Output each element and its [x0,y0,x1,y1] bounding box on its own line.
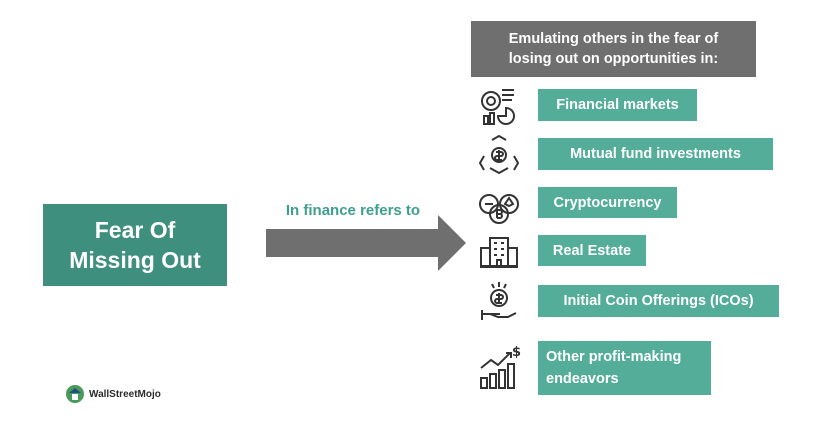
item-label: Initial Coin Offerings (ICOs) [563,293,754,309]
mutual-fund-icon [478,134,520,175]
item-label-line2: endeavors [546,371,619,387]
main-title-line2: Missing Out [69,247,201,273]
wallstreetmojo-logo: WallStreetMojo [64,383,161,405]
main-title-line1: Fear Of [94,217,176,243]
building-icon [480,237,518,268]
item-cryptocurrency: Cryptocurrency [538,187,677,218]
item-label: Real Estate [552,242,632,259]
item-initial-coin-offerings: Initial Coin Offerings (ICOs) [538,285,779,317]
arrow-label: In finance refers to [285,202,421,219]
item-real-estate: Real Estate [538,235,646,266]
right-arrow [266,215,466,271]
item-label-line1: Other profit-making [546,349,682,365]
financial-chart-icon [481,89,515,125]
svg-text:$: $ [512,345,521,360]
item-mutual-fund-investments: Mutual fund investments [538,138,773,170]
main-concept-box: Fear Of Missing Out [43,204,227,286]
logo-icon [66,385,84,403]
item-label: Mutual fund investments [570,146,741,162]
item-label: Cryptocurrency [553,194,662,211]
item-financial-markets: Financial markets [538,89,697,121]
header-line1: Emulating others in the fear of [508,31,719,47]
header-box: Emulating others in the fear of losing o… [471,21,756,77]
logo-text: WallStreetMojo [89,388,161,400]
coin-hand-icon [481,282,517,320]
crypto-coins-icon [479,194,519,224]
item-other-profit-making: Other profit-making endeavors [538,341,711,395]
growth-chart-icon: $ [480,345,521,389]
header-line2: losing out on opportunities in: [508,51,719,67]
item-label: Financial markets [556,97,679,113]
